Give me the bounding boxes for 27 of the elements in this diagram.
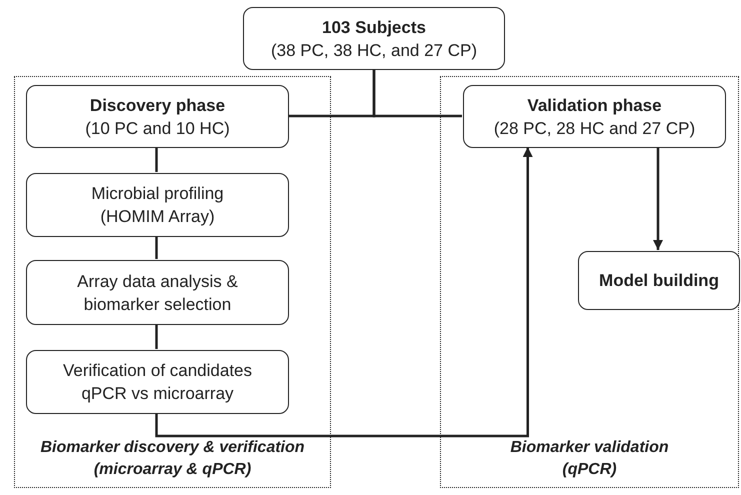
dotted-group-frame xyxy=(440,76,739,488)
connector-line xyxy=(155,147,158,172)
box-text: Microbial profiling (HOMIM Array) xyxy=(90,183,225,228)
box-text: Verification of candidates qPCR vs microarray xyxy=(62,360,253,405)
box-subtext: (10 PC and 10 HC) xyxy=(85,118,230,140)
process-box xyxy=(463,85,726,148)
box-heading: 103 Subjects xyxy=(322,16,426,38)
group-caption: Biomarker discovery & verification (microarray & qPCR) xyxy=(39,438,306,480)
arrow xyxy=(155,147,533,438)
box-heading: Model building xyxy=(599,270,719,292)
connector-line xyxy=(372,70,462,118)
process-box xyxy=(26,350,289,414)
arrow xyxy=(653,147,663,250)
process-box xyxy=(26,260,289,325)
process-box xyxy=(26,85,289,148)
group-caption: Biomarker validation (qPCR) xyxy=(509,438,670,480)
box-subtext: (28 PC, 28 HC and 27 CP) xyxy=(494,118,696,140)
box-heading: Discovery phase xyxy=(90,94,226,116)
process-box xyxy=(578,251,740,310)
connector-line xyxy=(155,324,158,349)
dotted-group-frame xyxy=(14,76,331,488)
connector-line xyxy=(155,236,158,259)
box-text: Array data analysis & biomarker selection xyxy=(76,270,239,316)
box-heading: Validation phase xyxy=(527,94,662,116)
process-box xyxy=(26,173,289,237)
process-box xyxy=(243,7,505,70)
box-subtext: (38 PC, 38 HC, and 27 CP) xyxy=(271,40,477,62)
